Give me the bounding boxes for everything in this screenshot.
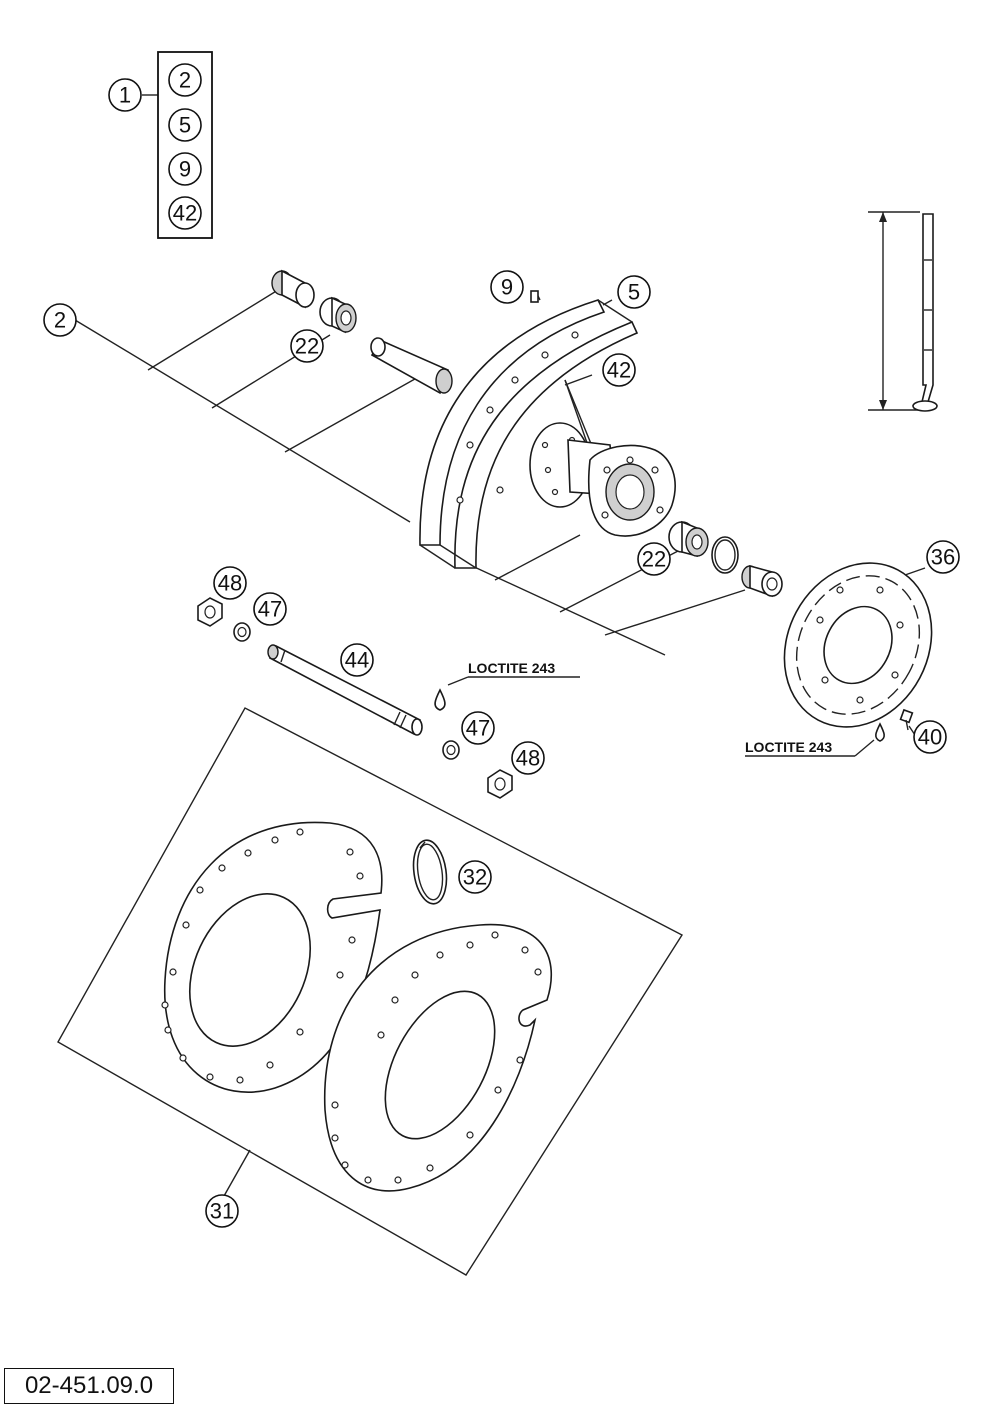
callout-22-bottom[interactable]: 22 [637, 542, 671, 576]
svg-text:22: 22 [295, 334, 319, 359]
callout-44[interactable]: 44 [340, 643, 374, 677]
retaining-ring[interactable] [410, 838, 451, 906]
distance-tube[interactable] [370, 337, 453, 395]
svg-text:40: 40 [918, 725, 942, 750]
callout-kit-label: 1 [119, 83, 131, 108]
callout-36[interactable]: 36 [926, 540, 960, 574]
callout-48-bottom[interactable]: 48 [511, 741, 545, 775]
circlip[interactable] [711, 536, 739, 574]
kit-item-42[interactable]: 42 [168, 196, 202, 230]
washer-top[interactable] [233, 622, 251, 642]
kit-group: 1 2 5 9 42 [108, 51, 213, 239]
loctite-drop-right: LOCTITE 243 [745, 722, 885, 757]
loctite-label-top: LOCTITE 243 [468, 660, 555, 676]
svg-text:47: 47 [466, 716, 490, 741]
loctite-drop-top: LOCTITE 243 [434, 660, 580, 711]
disc-cover-frame [57, 707, 684, 1276]
bearing-right[interactable] [668, 520, 709, 558]
svg-text:32: 32 [463, 865, 487, 890]
spoke-measure-illustration [868, 211, 938, 412]
svg-text:48: 48 [218, 571, 242, 596]
svg-text:5: 5 [628, 280, 640, 305]
axle-spacer-left[interactable] [271, 269, 315, 309]
document-number: 02-451.09.0 [4, 1368, 174, 1404]
svg-text:48: 48 [516, 746, 540, 771]
axle-spacer-right[interactable] [741, 564, 783, 598]
callout-5[interactable]: 5 [617, 275, 651, 309]
svg-text:9: 9 [179, 157, 191, 182]
rim[interactable] [419, 299, 639, 569]
nut-top[interactable] [197, 597, 223, 627]
callout-48-top[interactable]: 48 [213, 566, 247, 600]
svg-text:2: 2 [179, 68, 191, 93]
callout-31[interactable]: 31 [205, 1194, 239, 1228]
leader-lines [74, 289, 746, 656]
callout-32[interactable]: 32 [458, 860, 492, 894]
kit-item-9[interactable]: 9 [168, 152, 202, 186]
svg-text:31: 31 [210, 1199, 234, 1224]
svg-text:9: 9 [501, 275, 513, 300]
callout-9[interactable]: 9 [490, 270, 524, 304]
svg-text:22: 22 [642, 547, 666, 572]
disc-screw[interactable] [899, 708, 914, 731]
brake-disc[interactable] [756, 537, 959, 753]
loctite-label-right: LOCTITE 243 [745, 739, 832, 755]
kit-item-2[interactable]: 2 [168, 63, 202, 97]
svg-text:5: 5 [179, 113, 191, 138]
callout-47-bottom[interactable]: 47 [461, 711, 495, 745]
svg-text:2: 2 [54, 308, 66, 333]
svg-text:42: 42 [173, 201, 197, 226]
disc-cover-left[interactable] [161, 821, 383, 1093]
washer-bottom[interactable] [442, 740, 460, 760]
nut-bottom[interactable] [487, 769, 513, 799]
kit-item-5[interactable]: 5 [168, 108, 202, 142]
callout-22-top[interactable]: 22 [290, 329, 324, 363]
svg-text:42: 42 [607, 358, 631, 383]
disc-cover-right[interactable] [323, 923, 553, 1192]
svg-text:36: 36 [931, 545, 955, 570]
wheel-hub[interactable] [529, 422, 676, 537]
bearing-top[interactable] [319, 296, 357, 334]
axle[interactable] [267, 644, 423, 736]
callout-40[interactable]: 40 [913, 720, 947, 754]
spoke-nipple[interactable] [530, 290, 539, 303]
callout-42[interactable]: 42 [602, 353, 636, 387]
svg-text:44: 44 [345, 648, 369, 673]
callout-2[interactable]: 2 [43, 303, 77, 337]
callout-47-top[interactable]: 47 [253, 592, 287, 626]
callout-kit[interactable]: 1 [108, 78, 142, 112]
svg-text:47: 47 [258, 597, 282, 622]
